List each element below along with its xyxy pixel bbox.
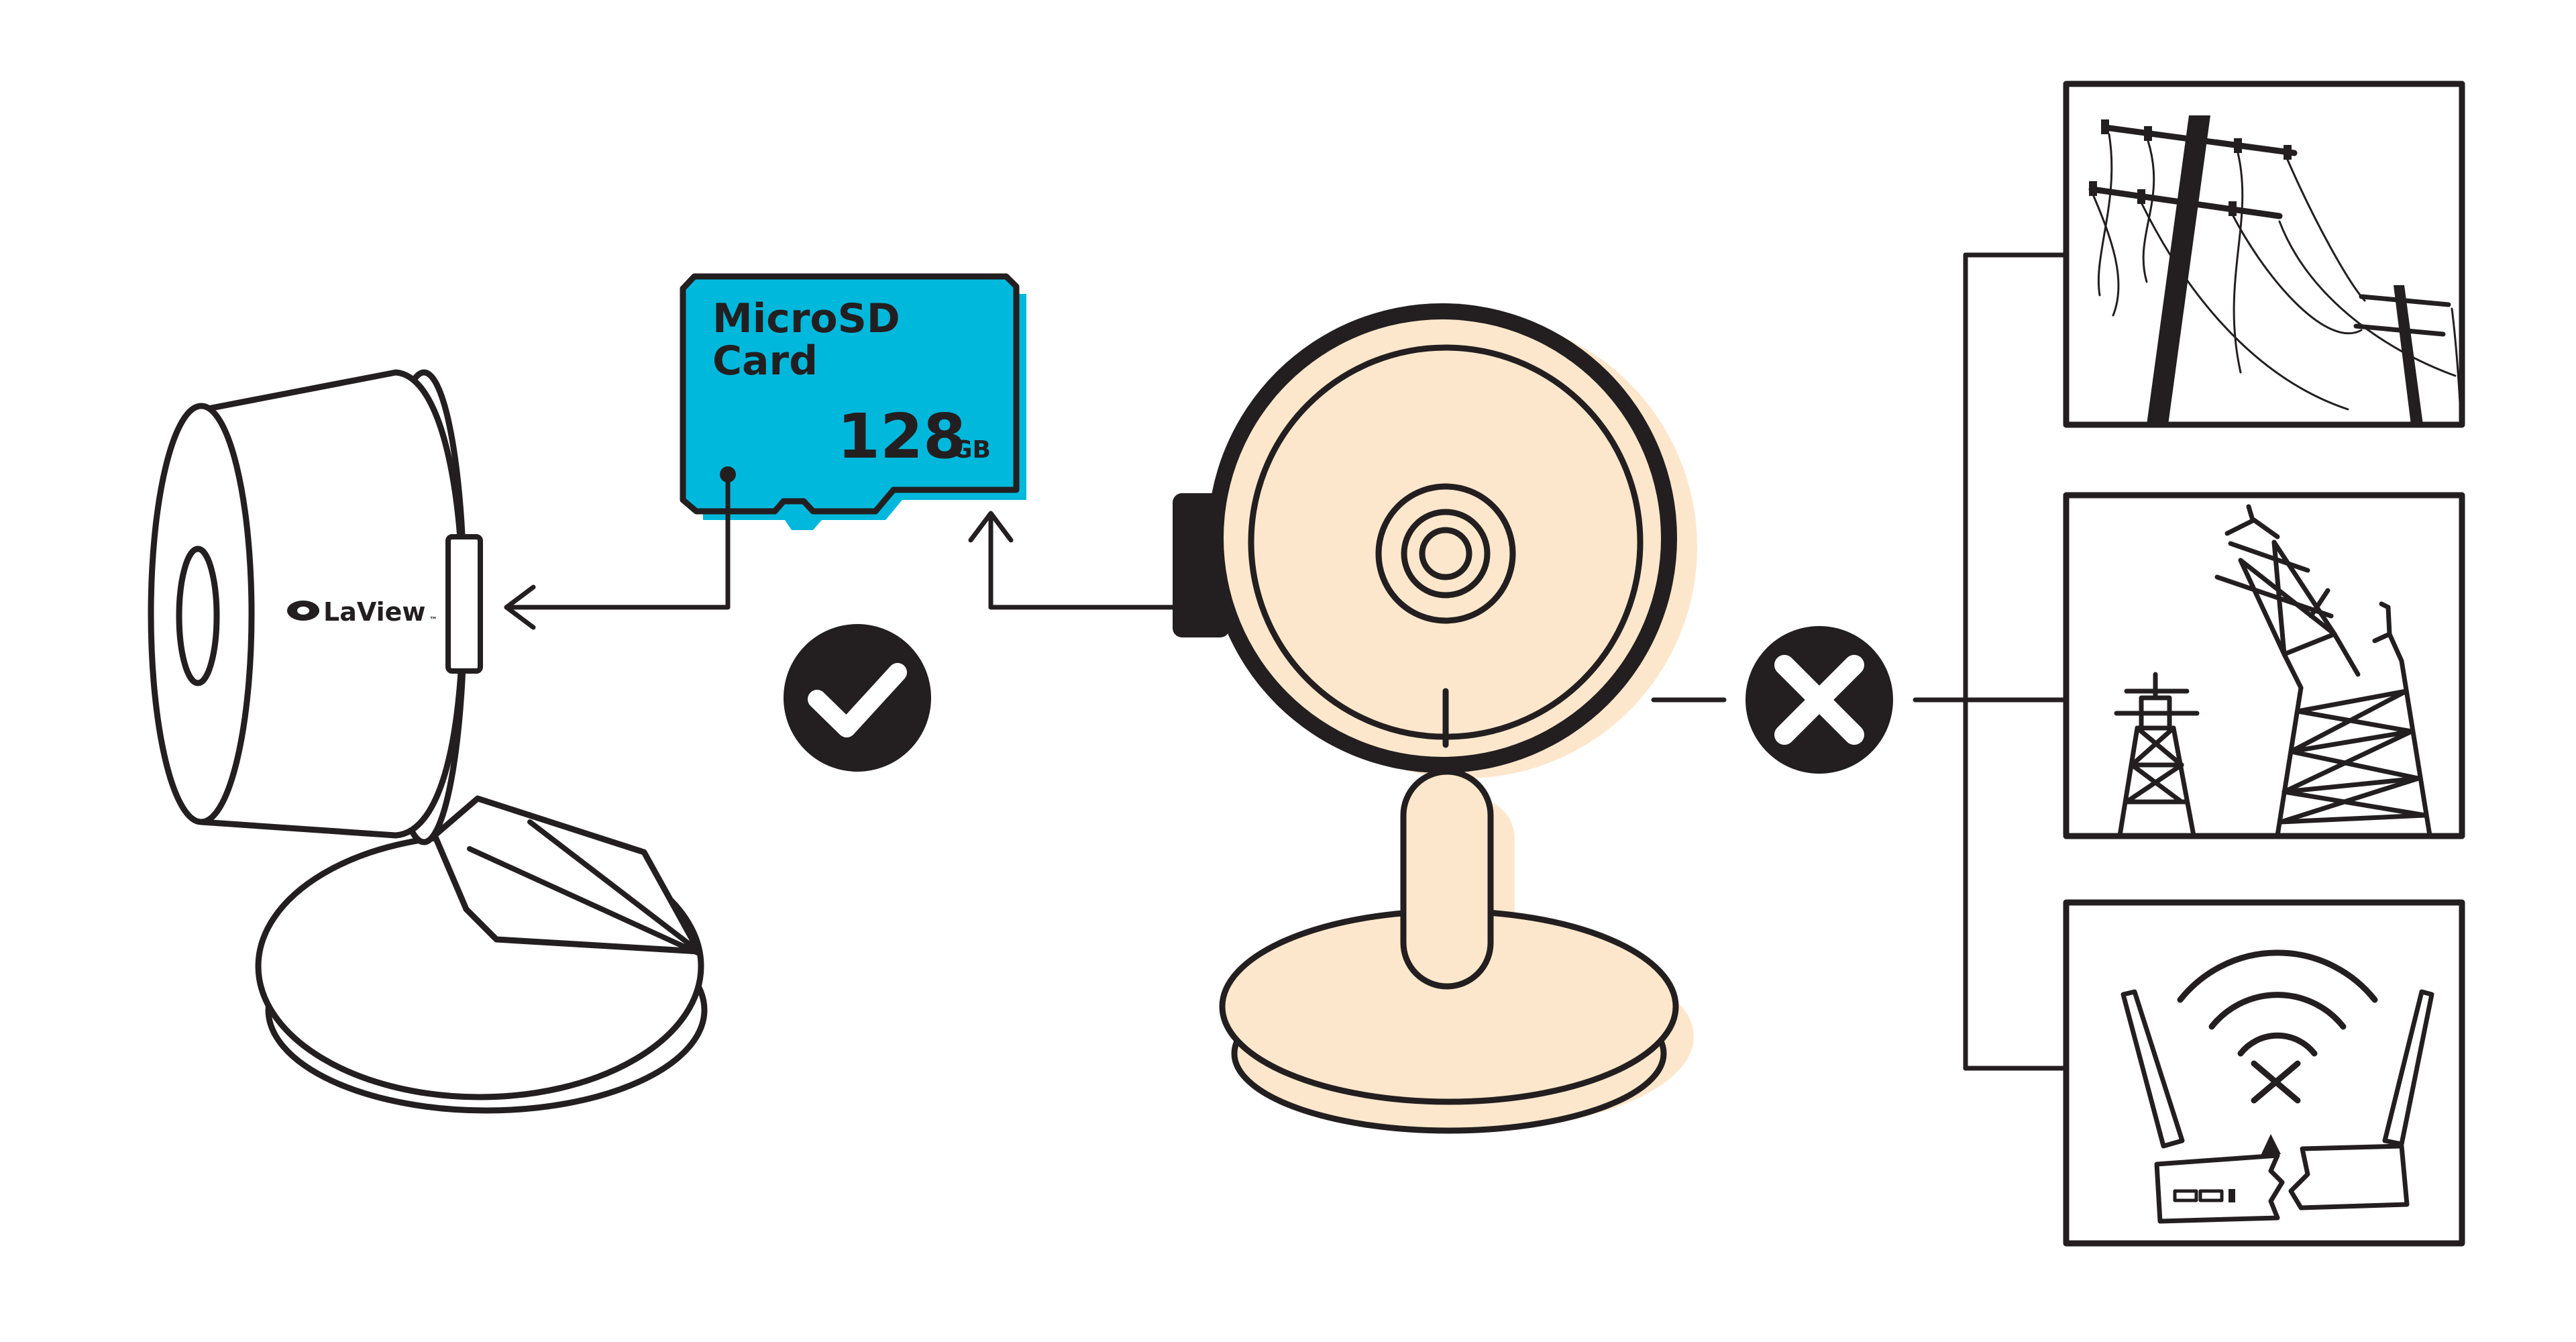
power-line-icon (2063, 81, 2465, 428)
svg-text:™: ™ (429, 615, 437, 625)
connector-camera-to-sd (968, 511, 1183, 610)
broken-tower-icon (2063, 492, 2465, 839)
microsd-card: MicroSD Card 128 GB (680, 273, 1026, 530)
camera-front (1173, 303, 1697, 1134)
sd-card-unit: GB (953, 436, 991, 464)
laview-logo: LaView ™ (287, 597, 437, 627)
sd-card-capacity: 128 (837, 401, 966, 472)
connector-sd-to-laview (504, 472, 731, 630)
sd-card-label-line1: MicroSD (712, 295, 900, 342)
cross-icon (1746, 626, 1893, 774)
sd-card-label-line2: Card (712, 338, 818, 384)
router-no-wifi-icon (2063, 899, 2465, 1247)
check-icon (784, 624, 931, 772)
connector-cross-to-scenarios (1913, 252, 2068, 1071)
svg-text:LaView: LaView (323, 597, 426, 627)
laview-camera-side: LaView ™ (148, 369, 708, 1114)
